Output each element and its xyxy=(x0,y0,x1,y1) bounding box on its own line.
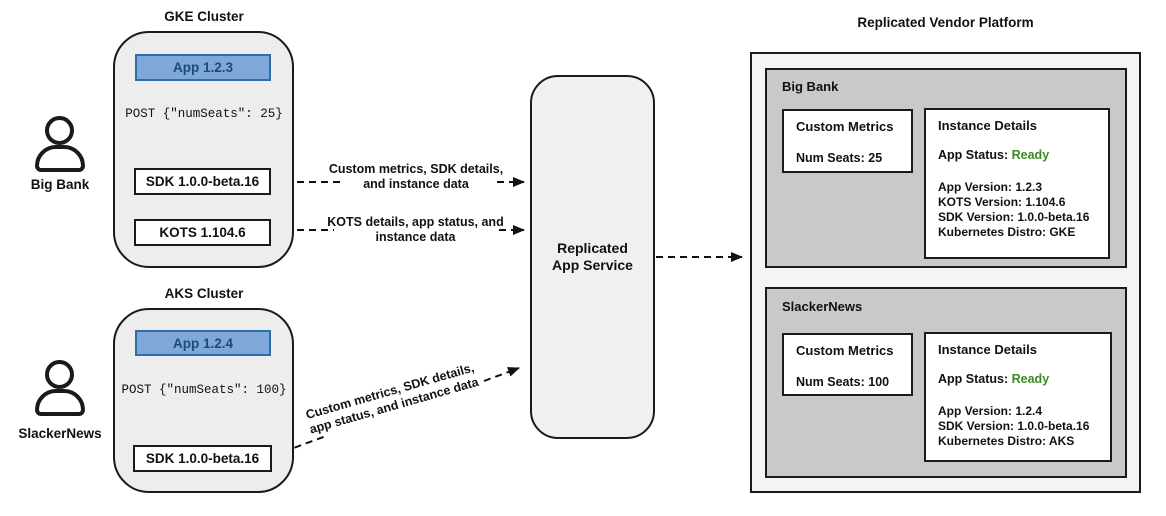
user-label-big-bank: Big Bank xyxy=(30,177,90,192)
app-status-label: App Status: xyxy=(938,148,1009,162)
app-status-label: App Status: xyxy=(938,372,1009,386)
gke-cluster-title: GKE Cluster xyxy=(164,9,244,24)
num-seats-value: Num Seats: 25 xyxy=(796,151,883,165)
edge-sdk2-service-right xyxy=(483,367,520,382)
instance-detail-lines: App Version: 1.2.4 SDK Version: 1.0.0-be… xyxy=(938,404,1089,449)
user-icon-big-bank-body xyxy=(35,145,85,172)
kots-node-gke: KOTS 1.104.6 xyxy=(134,219,271,246)
custom-metrics-card-slackernews: Custom Metrics Num Seats: 100 xyxy=(782,333,913,396)
user-icon-slackernews xyxy=(45,360,74,389)
instance-details-card-big-bank: Instance Details App Status: Ready App V… xyxy=(924,108,1110,259)
user-label-slackernews: SlackerNews xyxy=(18,426,102,441)
custom-metrics-title: Custom Metrics xyxy=(796,343,894,358)
user-icon-big-bank xyxy=(45,116,74,145)
customer-name-slackernews: SlackerNews xyxy=(782,299,863,314)
detail-line: SDK Version: 1.0.0-beta.16 xyxy=(938,419,1090,433)
app-node-gke: App 1.2.3 xyxy=(135,54,271,81)
edge-label-sdk2-metrics: Custom metrics, SDK details, app status,… xyxy=(304,360,480,437)
app-status-line: App Status: Ready xyxy=(938,148,1049,162)
detail-line: Kubernetes Distro: AKS xyxy=(938,434,1075,448)
edge-label-kots-details: KOTS details, app status, and instance d… xyxy=(327,215,504,244)
app-status-value: Ready xyxy=(1011,372,1050,386)
replicated-app-service-label: Replicated App Service xyxy=(552,240,633,273)
replicated-app-service-box: Replicated App Service xyxy=(530,75,655,439)
detail-line: KOTS Version: 1.104.6 xyxy=(938,195,1066,209)
instance-details-title: Instance Details xyxy=(938,342,1037,357)
sdk-node-aks: SDK 1.0.0-beta.16 xyxy=(133,445,272,472)
post-request-gke: POST {"numSeats": 25} xyxy=(125,107,283,121)
user-icon-slackernews-body xyxy=(35,389,85,416)
app-status-value: Ready xyxy=(1011,148,1050,162)
detail-line: App Version: 1.2.4 xyxy=(938,404,1043,418)
detail-line: Kubernetes Distro: GKE xyxy=(938,225,1076,239)
custom-metrics-card-big-bank: Custom Metrics Num Seats: 25 xyxy=(782,109,913,173)
app-status-line: App Status: Ready xyxy=(938,372,1049,386)
platform-title: Replicated Vendor Platform xyxy=(857,15,1034,30)
detail-line: App Version: 1.2.3 xyxy=(938,180,1043,194)
sdk-node-gke: SDK 1.0.0-beta.16 xyxy=(134,168,271,195)
custom-metrics-title: Custom Metrics xyxy=(796,119,894,134)
customer-name-big-bank: Big Bank xyxy=(782,79,839,94)
customer-panel-slackernews: SlackerNews Custom Metrics Num Seats: 10… xyxy=(765,287,1127,478)
edge-label-sdk-metrics: Custom metrics, SDK details, and instanc… xyxy=(328,162,504,191)
app-node-aks: App 1.2.4 xyxy=(135,330,271,356)
platform-box: Big Bank Custom Metrics Num Seats: 25 In… xyxy=(750,52,1141,493)
num-seats-value: Num Seats: 100 xyxy=(796,375,890,389)
customer-panel-big-bank: Big Bank Custom Metrics Num Seats: 25 In… xyxy=(765,68,1127,268)
instance-details-card-slackernews: Instance Details App Status: Ready App V… xyxy=(924,332,1112,462)
instance-details-title: Instance Details xyxy=(938,118,1037,133)
detail-line: SDK Version: 1.0.0-beta.16 xyxy=(938,210,1090,224)
post-request-aks: POST {"numSeats": 100} xyxy=(121,383,287,397)
aks-cluster-title: AKS Cluster xyxy=(164,286,244,301)
instance-detail-lines: App Version: 1.2.3 KOTS Version: 1.104.6… xyxy=(938,180,1089,240)
